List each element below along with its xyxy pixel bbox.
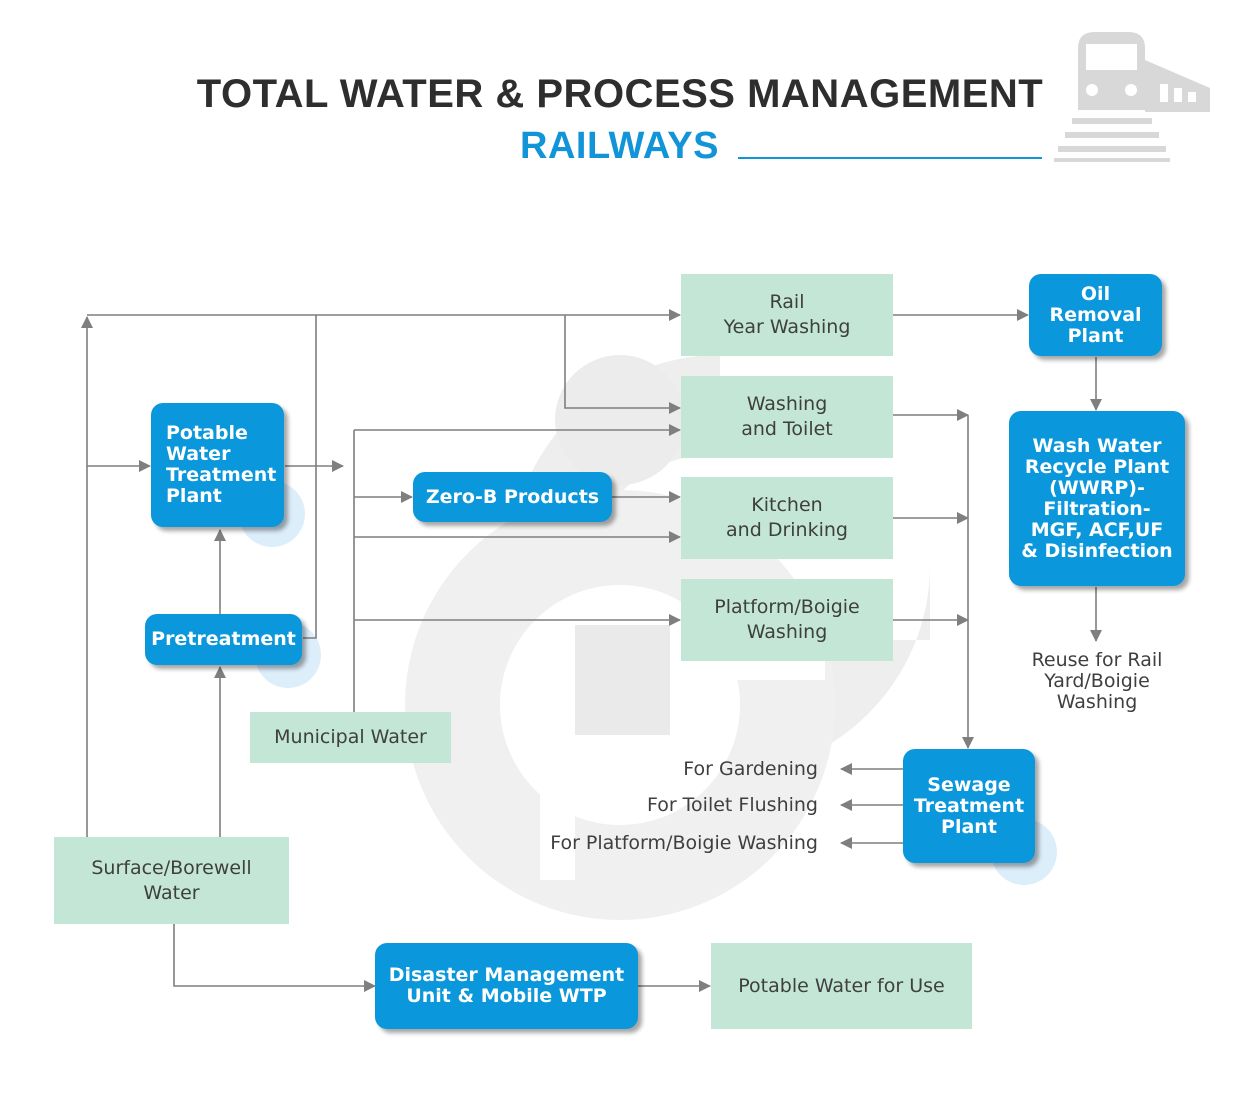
municipal-water-box: Municipal Water xyxy=(250,712,451,763)
wash-water-recycle-plant-box: Wash Water Recycle Plant (WWRP)- Filtrat… xyxy=(1009,411,1185,586)
oil-removal-plant-box: Oil Removal Plant xyxy=(1029,274,1162,356)
toilet-flushing-label: For Toilet Flushing xyxy=(646,794,818,816)
train-icon xyxy=(1054,32,1210,162)
page-title: TOTAL WATER & PROCESS MANAGEMENT xyxy=(196,72,1044,116)
platform-boigie-washing-label: For Platform/Boigie Washing xyxy=(550,832,818,854)
surface-borewell-water-box: Surface/Borewell Water xyxy=(54,837,289,924)
potable-water-treatment-plant-box: Potable Water Treatment Plant xyxy=(151,403,284,527)
pretreatment-box: Pretreatment xyxy=(145,614,302,665)
potable-water-for-use-box: Potable Water for Use xyxy=(711,943,972,1029)
zero-b-products-box: Zero-B Products xyxy=(413,472,612,522)
platform-washing-box: Platform/Boigie Washing xyxy=(681,579,893,661)
washing-toilet-box: Washing and Toilet xyxy=(681,376,893,458)
page-subtitle: RAILWAYS xyxy=(520,125,719,167)
subtitle-underline xyxy=(738,157,1042,159)
disaster-management-unit-box: Disaster Management Unit & Mobile WTP xyxy=(375,943,638,1029)
connectors xyxy=(81,309,1102,992)
reuse-label: Reuse for Rail Yard/Boigie Washing xyxy=(1031,649,1163,713)
rail-yard-washing-box: Rail Year Washing xyxy=(681,274,893,356)
kitchen-drinking-box: Kitchen and Drinking xyxy=(681,477,893,559)
sewage-treatment-plant-box: Sewage Treatment Plant xyxy=(903,749,1035,863)
gardening-label: For Gardening xyxy=(683,758,818,780)
